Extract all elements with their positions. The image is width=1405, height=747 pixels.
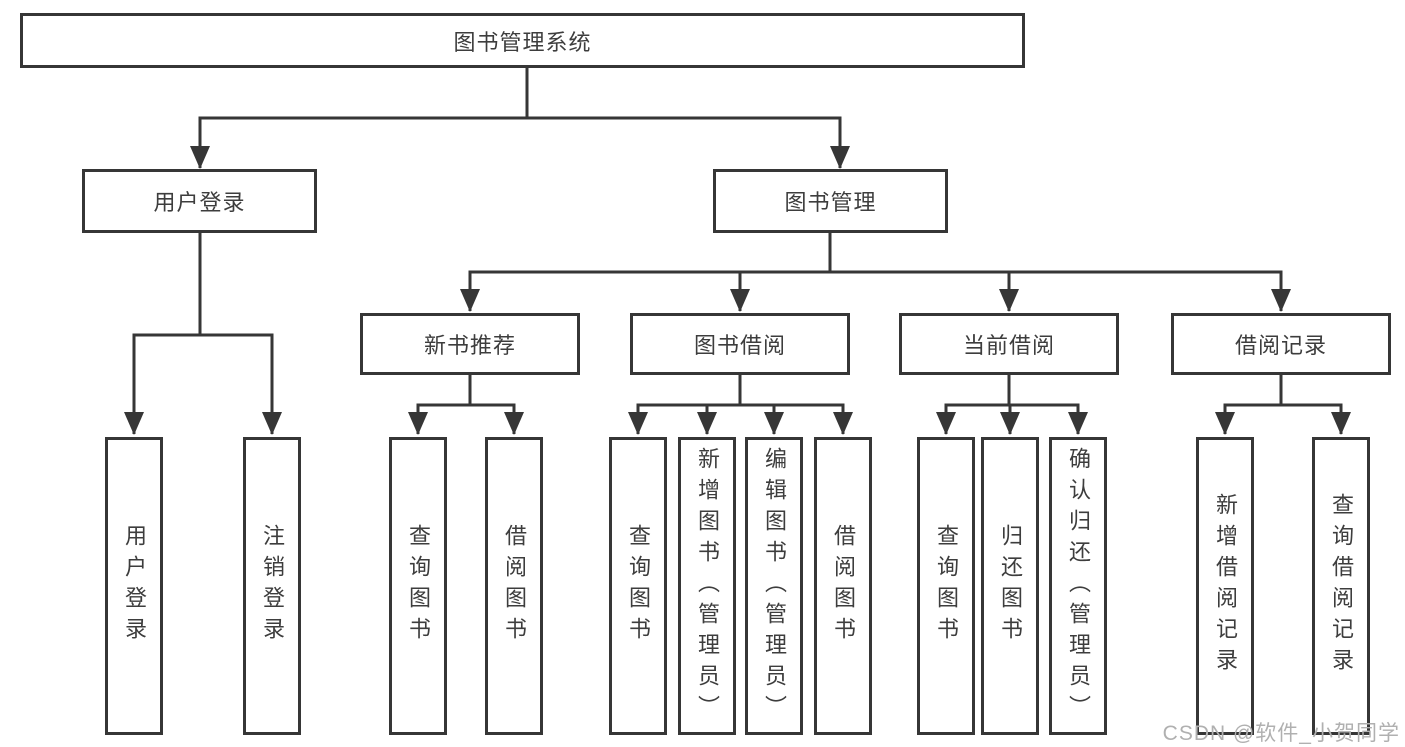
node-edit-books-admin: 编辑图书（管理员） [745, 437, 803, 735]
node-label: 新增借阅记录 [1213, 493, 1238, 679]
node-label: 归还图书 [998, 524, 1023, 648]
node-query-books-borrowing: 查询图书 [609, 437, 667, 735]
node-book-management-module: 图书管理 [713, 169, 948, 233]
node-label: 新增图书（管理员） [695, 446, 720, 726]
node-label: 查询借阅记录 [1329, 493, 1354, 679]
node-library-management-system: 图书管理系统 [20, 13, 1025, 68]
node-label: 图书管理系统 [453, 29, 592, 55]
node-borrow-books-borrowing: 借阅图书 [814, 437, 872, 735]
node-borrowing-records: 借阅记录 [1171, 313, 1391, 375]
node-logout: 注销登录 [243, 437, 301, 735]
node-add-borrow-record: 新增借阅记录 [1196, 437, 1254, 735]
node-query-borrow-record: 查询借阅记录 [1312, 437, 1370, 735]
node-label: 新书推荐 [423, 333, 516, 358]
node-label: 编辑图书（管理员） [762, 446, 787, 726]
node-label: 查询图书 [626, 524, 651, 648]
node-label: 借阅记录 [1234, 333, 1327, 358]
watermark: CSDN @软件_小贺同学 [1162, 722, 1400, 745]
node-return-books: 归还图书 [981, 437, 1039, 735]
node-user-login: 用户登录 [105, 437, 163, 735]
node-label: 图书管理 [784, 190, 877, 215]
node-label: 借阅图书 [831, 524, 856, 648]
node-query-books-current: 查询图书 [917, 437, 975, 735]
node-current-borrowing: 当前借阅 [899, 313, 1119, 375]
node-label: 用户登录 [153, 190, 246, 215]
node-label: 确认归还（管理员） [1066, 446, 1091, 726]
node-label: 查询图书 [406, 524, 431, 648]
node-add-books-admin: 新增图书（管理员） [678, 437, 736, 735]
node-user-login-module: 用户登录 [82, 169, 317, 233]
node-confirm-return-admin: 确认归还（管理员） [1049, 437, 1107, 735]
node-borrow-books-recommend: 借阅图书 [485, 437, 543, 735]
node-book-borrowing: 图书借阅 [630, 313, 850, 375]
node-label: 借阅图书 [502, 524, 527, 648]
node-label: 用户登录 [122, 524, 147, 648]
node-label: 查询图书 [934, 524, 959, 648]
node-new-book-recommendation: 新书推荐 [360, 313, 580, 375]
node-label: 图书借阅 [693, 333, 786, 358]
node-label: 当前借阅 [962, 333, 1055, 358]
node-query-books-recommend: 查询图书 [389, 437, 447, 735]
node-label: 注销登录 [260, 524, 285, 648]
